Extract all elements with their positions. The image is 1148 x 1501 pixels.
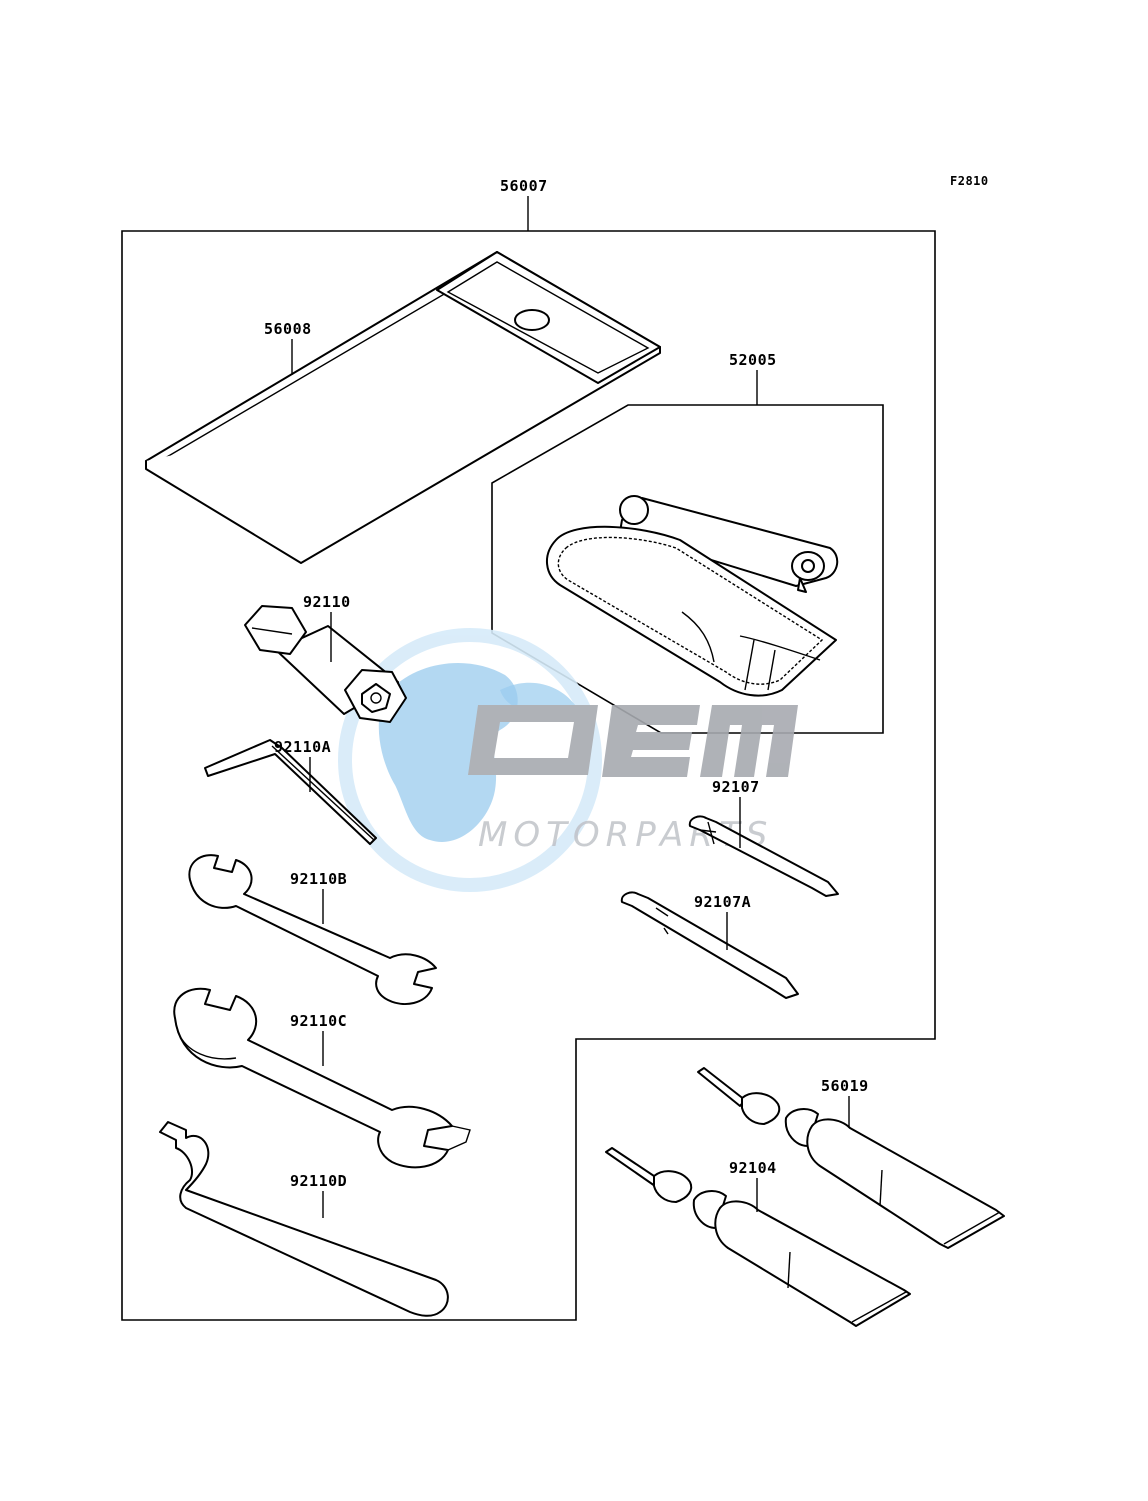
- label-92110A[interactable]: 92110A: [274, 738, 331, 756]
- watermark-logo: MOTORPARTS: [338, 628, 798, 892]
- snap-button-icon: [514, 309, 550, 331]
- grease-tube-92104: [605, 1147, 911, 1327]
- label-92107A[interactable]: 92107A: [694, 893, 751, 911]
- wm-letter-e: [602, 705, 700, 777]
- screwdriver-a: [620, 891, 799, 999]
- label-92110D[interactable]: 92110D: [290, 1172, 347, 1190]
- hex-key: [204, 739, 377, 845]
- hook-wrench: [159, 1121, 449, 1317]
- box-wrench: [244, 605, 407, 723]
- label-92104[interactable]: 92104: [729, 1159, 777, 1177]
- label-56019[interactable]: 56019: [821, 1077, 869, 1095]
- label-92110C[interactable]: 92110C: [290, 1012, 347, 1030]
- figure-code: F2810: [950, 174, 989, 188]
- toolkit-group-frame: [121, 230, 936, 1321]
- label-56007[interactable]: 56007: [500, 177, 548, 195]
- label-92110[interactable]: 92110: [303, 593, 351, 611]
- tire-pump-set: [546, 495, 839, 697]
- tool-pouch: [145, 251, 661, 564]
- label-52005[interactable]: 52005: [729, 351, 777, 369]
- screwdriver: [688, 815, 839, 897]
- wm-letter-m: [700, 705, 798, 777]
- label-92110B[interactable]: 92110B: [290, 870, 347, 888]
- wm-letter-o: [468, 705, 598, 775]
- label-56008[interactable]: 56008: [264, 320, 312, 338]
- open-wrench-small: [188, 854, 437, 1005]
- label-92107[interactable]: 92107: [712, 778, 760, 796]
- open-wrench-large: [173, 987, 471, 1169]
- grease-tube-56019: [697, 1067, 1005, 1249]
